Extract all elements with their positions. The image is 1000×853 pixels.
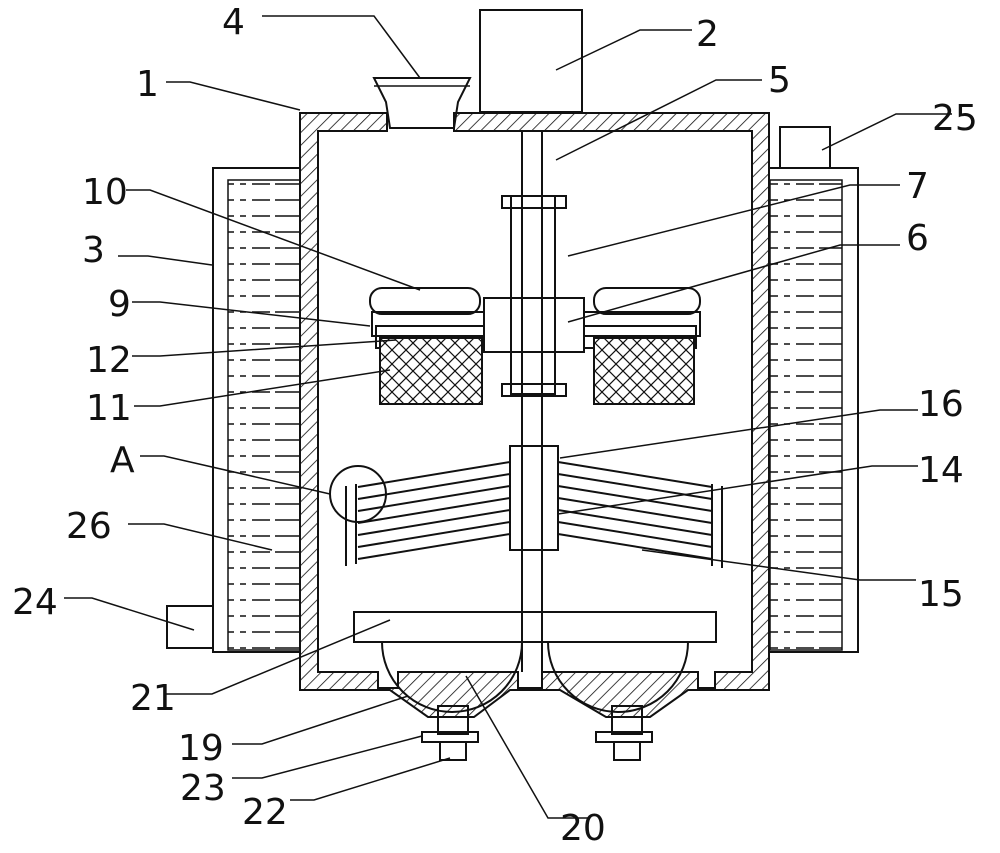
label-16: 16 [918,384,964,425]
right-discharge [595,705,653,761]
right-blades [557,461,723,568]
detail-a-circle [329,465,387,523]
label-9: 9 [108,284,131,325]
left-bowl [381,641,523,713]
label-1: 1 [136,64,159,105]
label-11: 11 [86,388,132,429]
label-25: 25 [932,98,978,139]
stirring-collar [509,445,559,551]
label-19: 19 [178,728,224,769]
label-20: 20 [560,808,606,849]
label-15: 15 [918,574,964,615]
label-4: 4 [222,2,245,43]
feed-hopper [372,77,472,129]
label-26: 26 [66,506,112,547]
label-7: 7 [906,166,929,207]
leader-lines [64,15,952,819]
right-filter-assembly [583,287,701,405]
left-filter-assembly [369,287,485,405]
label-12: 12 [86,340,132,381]
motor [479,9,583,113]
label-24: 24 [12,582,58,623]
label-14: 14 [918,450,964,491]
inlet-pipe-25 [779,126,831,169]
label-3: 3 [82,230,105,271]
tank-wall [299,112,770,718]
shaft-sleeve [510,195,556,395]
label-5: 5 [768,60,791,101]
jacket-right [765,167,859,653]
label-2: 2 [696,14,719,55]
bottom-plate [353,611,717,643]
left-blades [345,461,511,566]
hub [483,297,585,353]
label-22: 22 [242,792,288,833]
jacket-left [212,167,306,653]
label-A: A [110,440,135,481]
label-21: 21 [130,678,176,719]
label-6: 6 [906,218,929,259]
outlet-pipe-24 [166,605,214,649]
label-10: 10 [82,172,128,213]
right-bowl [547,641,689,713]
left-discharge [421,705,479,761]
label-23: 23 [180,768,226,809]
